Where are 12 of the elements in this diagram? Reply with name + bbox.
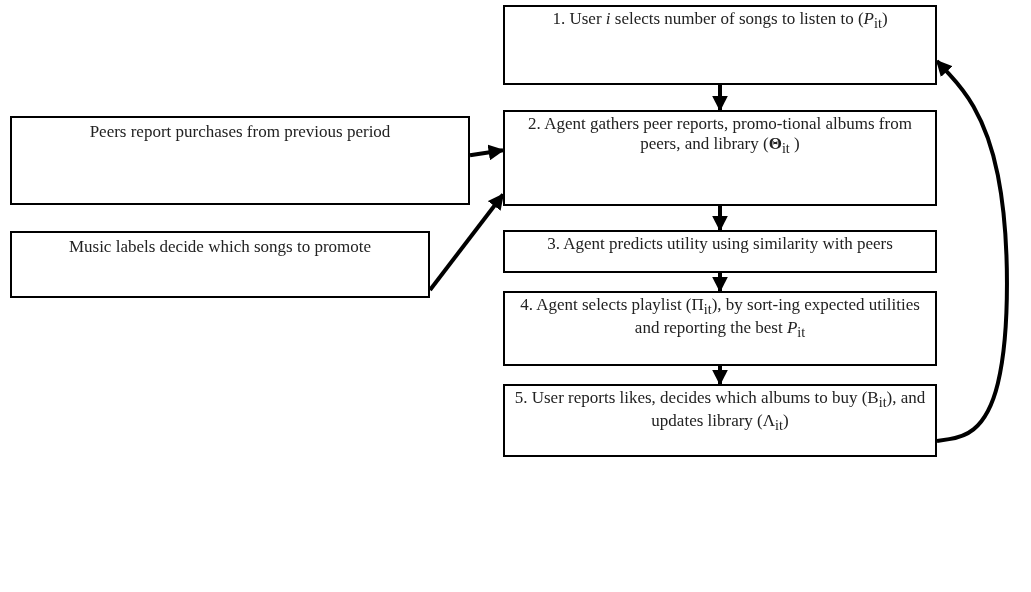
arrow: [712, 85, 728, 112]
process-box: 4. Agent selects playlist (Π$_{it}$), by sort-ing expected utilities and reporting the best P$_{it}$: [503, 291, 937, 366]
process-box: 2. Agent gathers peer reports, promo-tional albums from peers, and library (Θ$_{it}$ ): [503, 110, 937, 206]
arrow: [712, 273, 728, 293]
process-box: Music labels decide which songs to promote: [10, 231, 430, 298]
process-box: 5. User reports likes, decides which albums to buy (B$_{it}$), and updates library (Λ$_{it}$): [503, 384, 937, 457]
process-box: 3. Agent predicts utility using similarity with peers: [503, 230, 937, 273]
process-box: Peers report purchases from previous period: [10, 116, 470, 205]
arrow: [469, 144, 505, 161]
arrow: [712, 366, 728, 386]
process-box: 1. User i selects number of songs to listen to (P$_{it}$): [503, 5, 937, 85]
arrow: [712, 206, 728, 232]
